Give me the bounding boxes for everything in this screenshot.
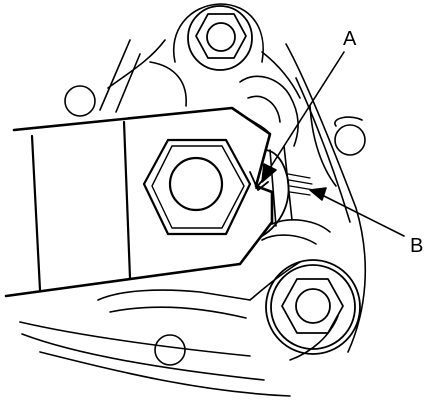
lower-bolt [265,259,361,355]
upper-bolt [187,5,253,71]
leader-b [309,187,405,237]
callout-label-a: A [343,28,357,50]
callout-label-b: B [410,235,424,257]
housing [19,3,367,397]
holes [64,85,366,366]
center-bolt [142,138,252,236]
leader-a [261,51,345,183]
reference-marks [287,173,315,196]
